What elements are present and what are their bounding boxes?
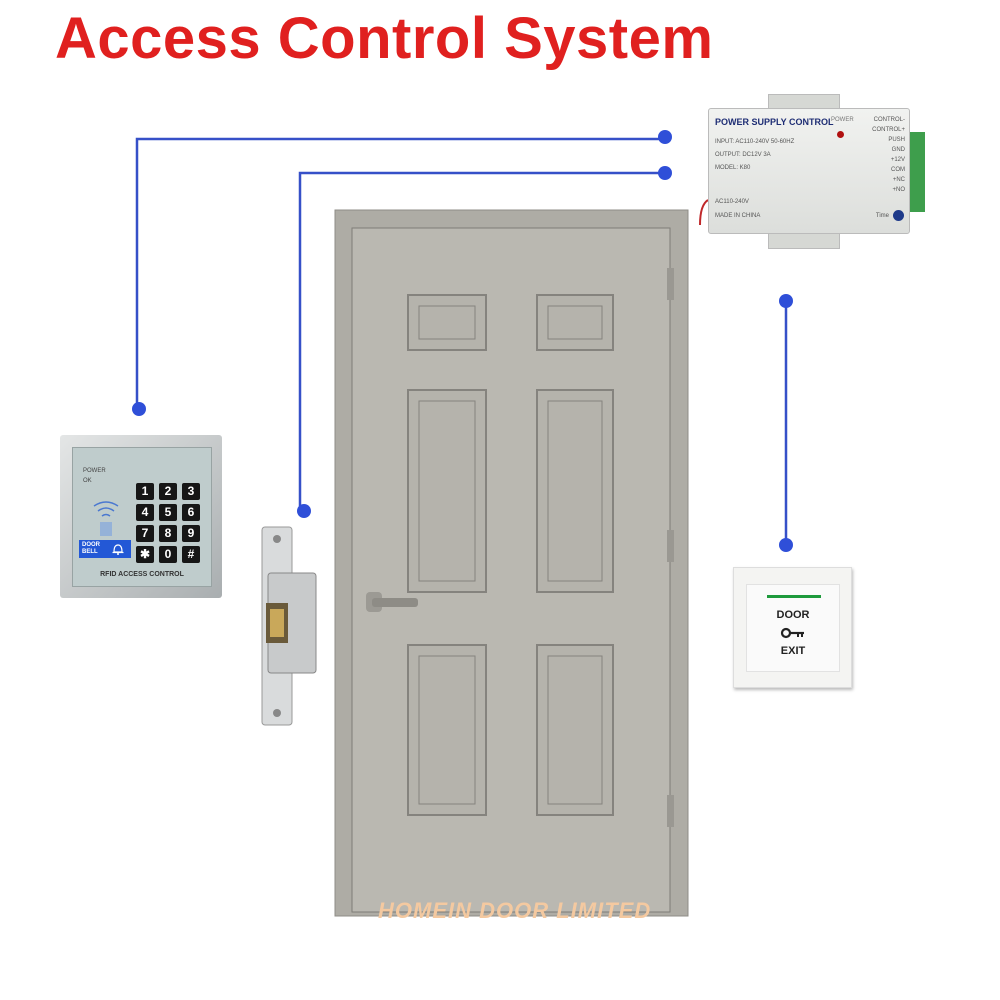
power-supply-unit: POWER SUPPLY CONTROL POWER INPUT: AC110-…	[708, 108, 910, 234]
watermark: HOMEIN DOOR LIMITED	[378, 898, 652, 923]
key[interactable]: 6	[182, 504, 200, 521]
key[interactable]: 0	[159, 546, 177, 563]
psu-spec-line: MODEL: K80	[715, 165, 751, 171]
power-led-icon	[837, 131, 844, 138]
key[interactable]: 4	[136, 504, 154, 521]
key[interactable]: 1	[136, 483, 154, 500]
door-handle	[366, 592, 418, 612]
door-slab	[351, 227, 671, 913]
key[interactable]: #	[182, 546, 200, 563]
psu-ac-label: AC110-240V	[715, 199, 749, 205]
psu-power-label: POWER	[831, 117, 854, 123]
terminal-label: CONTROL+	[872, 127, 905, 133]
psu-spec-line: OUTPUT: DC12V 3A	[715, 152, 771, 158]
electric-strike-lock	[261, 526, 317, 726]
key[interactable]: 3	[182, 483, 200, 500]
exit-line1: DOOR	[776, 609, 810, 621]
key[interactable]: ✱	[136, 546, 154, 563]
indicator-label: POWER	[83, 468, 106, 474]
terminal-label: GND	[891, 147, 905, 153]
key[interactable]: 7	[136, 525, 154, 542]
door-bell-button[interactable]: DOOR BELL	[79, 540, 131, 558]
key-icon	[780, 627, 804, 639]
door-hinges	[667, 268, 674, 827]
terminal-block	[905, 132, 925, 212]
keypad-label: RFID ACCESS CONTROL	[100, 571, 184, 578]
time-dial-icon	[893, 210, 904, 221]
exit-line2: EXIT	[780, 645, 806, 657]
terminal-label: COM	[891, 167, 905, 173]
key[interactable]: 8	[159, 525, 177, 542]
terminal-label: +12V	[890, 157, 905, 163]
rfid-keypad: POWER OK DOOR BELL 1 2 3 4 5 6	[60, 435, 222, 598]
wire-connection-dots	[132, 130, 793, 552]
exit-button-face: DOOR EXIT	[746, 584, 840, 672]
diagram-title: Access Control System	[55, 6, 714, 71]
psu-title: POWER SUPPLY CONTROL	[715, 117, 834, 127]
key[interactable]: 9	[182, 525, 200, 542]
door-exit-button[interactable]: DOOR EXIT	[733, 567, 852, 688]
terminal-label: +NO	[892, 187, 905, 193]
bell-icon	[112, 544, 124, 555]
wires	[135, 137, 788, 545]
keypad-face: POWER OK DOOR BELL 1 2 3 4 5 6	[72, 447, 212, 587]
door-bell-label: DOOR BELL	[82, 542, 100, 555]
keypad-grid: 1 2 3 4 5 6 7 8 9 ✱ 0 #	[136, 483, 200, 563]
door-panels	[407, 294, 614, 816]
indicator-label: OK	[83, 478, 92, 484]
time-label: Time	[875, 213, 889, 219]
psu-made-in: MADE IN CHINA	[715, 213, 761, 219]
key[interactable]: 2	[159, 483, 177, 500]
terminal-label: PUSH	[888, 137, 905, 143]
psu-spec-line: INPUT: AC110-240V 50-60HZ	[715, 139, 795, 145]
terminal-label: CONTROL-	[873, 117, 905, 123]
key[interactable]: 5	[159, 504, 177, 521]
terminal-label: +NC	[892, 177, 905, 183]
power-cable	[699, 199, 709, 226]
rfid-wave-icon	[93, 501, 119, 536]
exit-indicator-bar	[767, 595, 821, 598]
